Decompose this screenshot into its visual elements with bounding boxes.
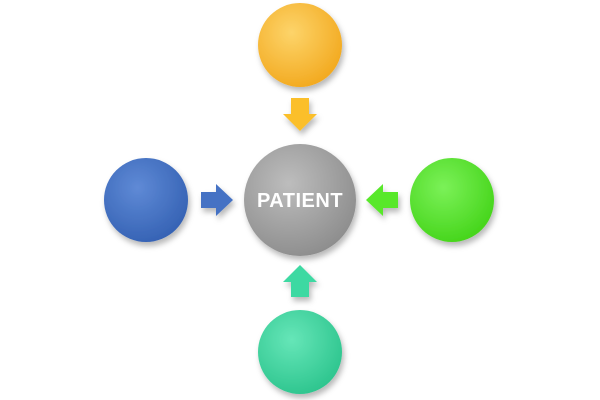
bottom-node — [258, 310, 342, 394]
top-node — [258, 3, 342, 87]
arrow-right-icon — [201, 184, 233, 216]
center-node: PATIENT — [244, 144, 356, 256]
arrow-up-icon — [283, 265, 317, 297]
right-node — [410, 158, 494, 242]
center-circle — [244, 144, 356, 256]
bottom-circle — [258, 310, 342, 394]
center-label: PATIENT — [257, 190, 343, 212]
top-circle — [258, 3, 342, 87]
arrow-down-icon — [283, 98, 317, 131]
left-node — [104, 158, 188, 242]
left-circle — [104, 158, 188, 242]
arrow-left-icon — [366, 184, 398, 216]
right-circle — [410, 158, 494, 242]
